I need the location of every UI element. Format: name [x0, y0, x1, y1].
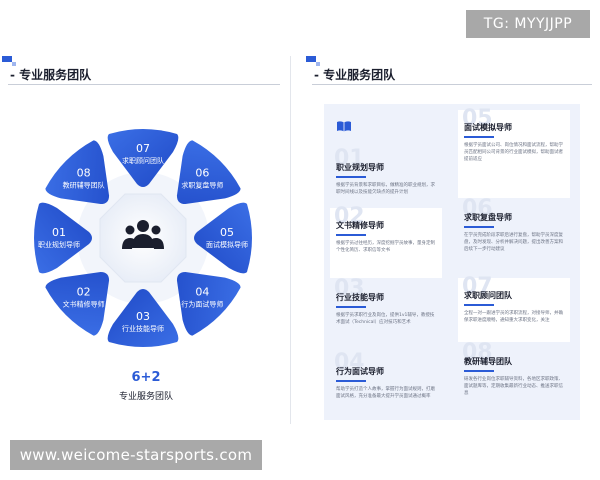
title-accent-dot-right	[316, 62, 320, 66]
team-card-accent-bar	[336, 306, 366, 308]
team-card-description: 根据学员求职行业及岗位，提供1v1辅导，教授技术面试（Technical）应对技…	[336, 313, 435, 325]
summary-count: 6+2	[131, 370, 161, 385]
wheel-segment-label: 行业技能导师	[122, 324, 164, 333]
team-card-accent-bar	[336, 234, 366, 236]
wheel-segment-number: 06	[195, 167, 209, 180]
team-card-title: 教研辅导团队	[464, 357, 512, 366]
title-accent-mark	[2, 56, 12, 62]
summary-label: 专业服务团队	[118, 392, 173, 402]
team-card-description: 研发各行业岗位求职辅导资料，各地区求职政策、面试题库等，定期收集最新行业动态、推…	[464, 377, 563, 396]
wheel-segment-label: 教研辅导团队	[63, 181, 105, 190]
team-card-title: 职业规划导师	[336, 163, 384, 172]
team-card-description: 根据学员过往经历，深度挖掘学员故事，量身定制个性化简历、求职信等文书	[336, 241, 435, 253]
team-card-title: 行为面试导师	[336, 367, 384, 376]
page-divider	[290, 56, 291, 424]
team-card-description: 帮助学员打造个人故事，掌握行为面试规则，打磨面试风格，充分准备最大提升学员面试通…	[336, 387, 435, 399]
title-accent-mark-right	[306, 56, 316, 62]
team-card-number: 07	[462, 274, 493, 299]
team-card-title: 面试模拟导师	[464, 123, 512, 132]
team-card-accent-bar	[336, 176, 366, 178]
wheel-segment-label: 职业规划导师	[38, 240, 80, 249]
team-card-number: 05	[462, 106, 493, 131]
team-card-number: 04	[334, 350, 365, 375]
wheel-segment-number: 08	[77, 167, 91, 180]
title-accent-dot	[12, 62, 16, 66]
team-card-description: 在学员完成阶段求职后进行复盘，帮助学员深度复盘，及时发现、分析并解决问题，提出改…	[464, 233, 563, 252]
team-card-accent-bar	[464, 226, 494, 228]
wheel-segment-label: 求职复盘导师	[181, 181, 223, 190]
team-card-number: 06	[462, 196, 493, 221]
wheel-segment-label: 行为面试导师	[181, 299, 223, 308]
team-card-accent-bar	[464, 136, 494, 138]
wheel-segment-05	[194, 202, 252, 274]
wheel-segment-number: 05	[220, 226, 234, 239]
wheel-segment-03	[107, 289, 179, 347]
watermark-label: TG: MYYJJPP	[466, 10, 590, 38]
wheel-segment-07	[107, 129, 179, 187]
team-card-number: 01	[334, 146, 365, 171]
team-card-accent-bar	[464, 304, 494, 306]
wheel-segment-number: 01	[52, 226, 66, 239]
wheel-segment-number: 04	[195, 285, 209, 298]
wheel-segment-06	[176, 140, 241, 205]
wheel-segment-02	[45, 271, 110, 336]
website-url-label: www.weicome-starsports.com	[10, 440, 262, 470]
wheel-segment-01	[34, 202, 92, 274]
wheel-segment-label: 面试模拟导师	[206, 240, 248, 249]
title-underline-right	[312, 84, 592, 85]
wheel-segment-number: 02	[77, 285, 91, 298]
wheel-segment-number: 07	[136, 142, 150, 155]
page-title-right: - 专业服务团队	[314, 68, 396, 82]
team-card-accent-bar	[336, 380, 366, 382]
team-card-title: 求职顾问团队	[464, 291, 512, 300]
team-card-title: 求职复盘导师	[464, 213, 512, 222]
wheel-segment-label: 文书精修导师	[63, 299, 105, 308]
team-card-accent-bar	[464, 370, 494, 372]
team-card-number: 08	[462, 340, 493, 365]
team-card-description: 根据学员背景和求职目标，做精准的职业规划，求职时间线以及技能欠缺点的提升计划	[336, 183, 435, 195]
team-card-title: 文书精修导师	[336, 221, 384, 230]
wheel-segment-04	[176, 271, 241, 336]
wheel-segment-08	[45, 140, 110, 205]
team-people-icon	[122, 220, 164, 249]
book-icon	[337, 121, 351, 132]
team-card-description: 全程一对一跟进学员的求职流程，对接导师，并确保求职进度顺畅，通知重大求职变化，关…	[464, 311, 563, 323]
team-card-title: 行业技能导师	[336, 293, 384, 302]
title-underline-left	[8, 84, 280, 85]
page-title-left: - 专业服务团队	[10, 68, 92, 82]
wheel-segment-number: 03	[136, 310, 150, 323]
team-card-number: 03	[334, 276, 365, 301]
team-card-number: 02	[334, 204, 365, 229]
team-card-description: 根据学员面试公司、岗位情况和面试流程，帮助学员匹配相同公司背景的行业面试模拟，帮…	[464, 143, 563, 162]
wheel-segment-label: 求职顾问团队	[122, 156, 164, 165]
